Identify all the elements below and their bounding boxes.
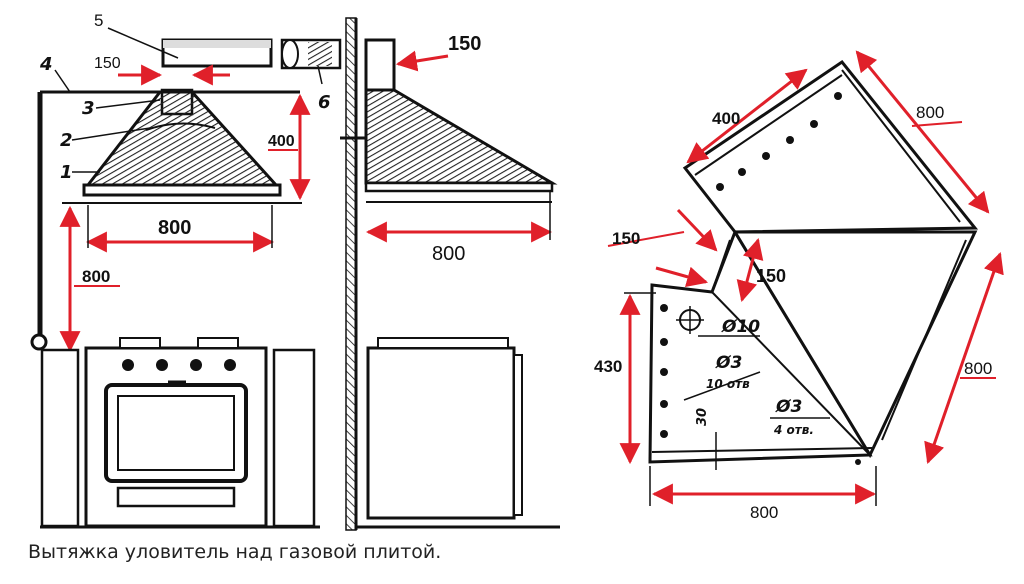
dim-side-150 [395,50,449,72]
pattern-bottom-fold [651,447,873,453]
callout-3: 3 [82,98,95,119]
dim-pattern-150-inner [736,237,764,303]
dim-800-top-underline [911,121,963,127]
pattern-150-outer: 150 [612,229,640,248]
front-hood-width: 800 [158,217,191,239]
pattern-400: 400 [712,109,740,128]
rod-ring [30,333,48,351]
dim-pattern-400 [686,68,808,164]
gas-stove-side [366,337,523,520]
leader-6 [317,65,323,85]
pattern-430: 430 [594,357,622,376]
wall [345,17,358,531]
gas-stove-front [84,337,268,528]
stove-knob [224,359,236,371]
pattern-holes [660,92,861,465]
left-cabinet [40,348,80,528]
callout-6: 6 [318,92,331,113]
leader-3 [95,99,161,109]
front-clearance: 800 [82,267,110,286]
front-pipe-width: 150 [94,55,121,72]
holes-count-b: 4 отв. [773,423,814,437]
leader-4 [54,69,71,93]
hood-rim [82,183,282,197]
sheet-pattern: Ø10 Ø3 10 отв Ø3 4 отв. 30 400 800 150 1… [594,50,1004,522]
pipe-section-6 [280,38,342,70]
callout-4: 4 [39,54,53,75]
dim-pattern-800-right [924,252,1004,464]
pattern-800-right: 800 [964,359,992,378]
pattern-800-top: 800 [916,103,944,122]
front-view: 1 2 3 4 5 6 150 400 800 800 [30,11,342,529]
figure-caption: Вытяжка уловитель над газовой плитой. [28,541,442,563]
callout-1: 1 [60,162,73,183]
front-hood-height: 400 [268,133,295,150]
stove-knob [122,359,134,371]
leader-5 [107,27,179,59]
callout-2: 2 [60,130,73,151]
oven-window [117,395,235,471]
callout-5: 5 [94,11,103,30]
leader-2 [71,127,151,141]
side-view: 150 800 [340,33,560,529]
stove-knob [156,359,168,371]
side-hood-body [364,88,558,185]
pattern-diagonal [711,291,871,456]
dim-pattern-800-top [855,50,990,214]
pattern-150-inner: 150 [756,266,786,286]
pattern-notch [711,239,731,293]
side-pipe [364,38,396,92]
oven-door [104,383,248,483]
hole-d3-label-b: Ø3 [775,397,802,417]
dim-150-outer-leader [607,231,685,247]
stove-knob [190,359,202,371]
side-hood-rim [364,181,554,193]
holes-count-a: 10 отв [706,377,750,391]
pipe-shade [163,40,271,48]
pattern-800-bottom: 800 [750,503,778,522]
dim-pattern-150-inner-arrow [655,266,709,288]
side-hood-depth: 800 [432,243,465,265]
dim-pattern-150-outer [676,208,718,252]
side-pipe-width: 150 [448,33,481,55]
hole-d3-label-a: Ø3 [715,353,742,373]
filter-line [145,122,216,131]
stove-drawer [116,486,236,508]
right-cabinet [272,348,316,528]
dim-30-label: 30 [695,408,710,426]
hole-d10-label: Ø10 [721,317,760,337]
